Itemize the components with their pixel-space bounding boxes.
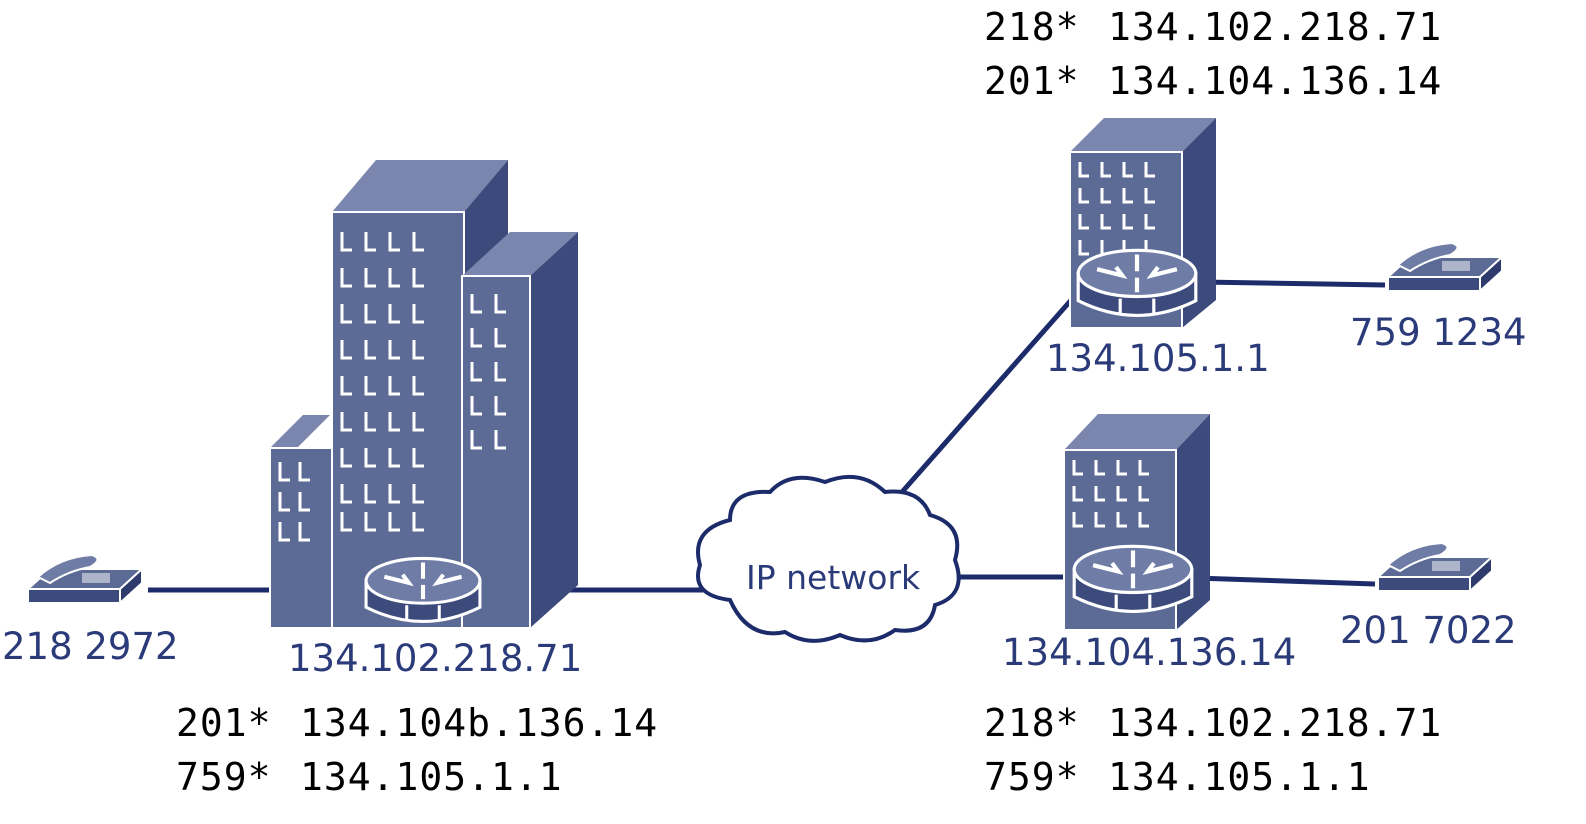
routing-prefix: 201* (176, 701, 272, 745)
bottom-right-router-icon (1074, 546, 1192, 611)
routing-prefix: 759* (984, 755, 1080, 799)
routing-row: 759* 134.105.1.1 (984, 750, 1442, 804)
top-right-phone-icon (1386, 241, 1504, 293)
bottom-right-router-ip: 134.104.136.14 (1002, 631, 1297, 674)
top-right-routing-table: 218* 134.102.218.71 201* 134.104.136.14 (984, 0, 1442, 108)
link-topright-router-phone (1199, 279, 1386, 288)
bottom-right-routing-table: 218* 134.102.218.71 759* 134.105.1.1 (984, 696, 1442, 804)
routing-ip: 134.105.1.1 (1108, 755, 1371, 799)
routing-prefix: 201* (984, 59, 1080, 103)
routing-prefix: 218* (984, 5, 1080, 49)
left-routing-table: 201* 134.104b.136.14 759* 134.105.1.1 (176, 696, 658, 804)
link-bottomright-router-phone (1194, 575, 1376, 587)
link-cloud-topright-router (893, 288, 1082, 502)
routing-prefix: 218* (984, 701, 1080, 745)
routing-ip: 134.102.218.71 (1108, 701, 1443, 745)
left-phone-number: 218 2972 (2, 625, 179, 668)
routing-row: 201* 134.104.136.14 (984, 54, 1442, 108)
left-router-ip: 134.102.218.71 (288, 637, 583, 680)
top-right-phone-number: 759 1234 (1350, 311, 1527, 354)
routing-row: 201* 134.104b.136.14 (176, 696, 658, 750)
cloud-shape (696, 474, 961, 643)
routing-row: 218* 134.102.218.71 (984, 0, 1442, 54)
routing-row: 759* 134.105.1.1 (176, 750, 658, 804)
bottom-right-phone-number: 201 7022 (1340, 609, 1517, 652)
routing-prefix: 759* (176, 755, 272, 799)
left-router-icon (366, 558, 480, 621)
top-right-router-ip: 134.105.1.1 (1046, 337, 1270, 380)
left-phone-icon (26, 553, 144, 605)
bottom-right-phone-icon (1376, 541, 1494, 593)
routing-ip: 134.102.218.71 (1108, 5, 1443, 49)
top-right-router-icon (1078, 250, 1196, 315)
cloud-label: IP network (746, 558, 921, 597)
routing-ip: 134.104.136.14 (1108, 59, 1443, 103)
routing-ip: 134.105.1.1 (300, 755, 563, 799)
routing-row: 218* 134.102.218.71 (984, 696, 1442, 750)
routing-ip: 134.104b.136.14 (300, 701, 659, 745)
